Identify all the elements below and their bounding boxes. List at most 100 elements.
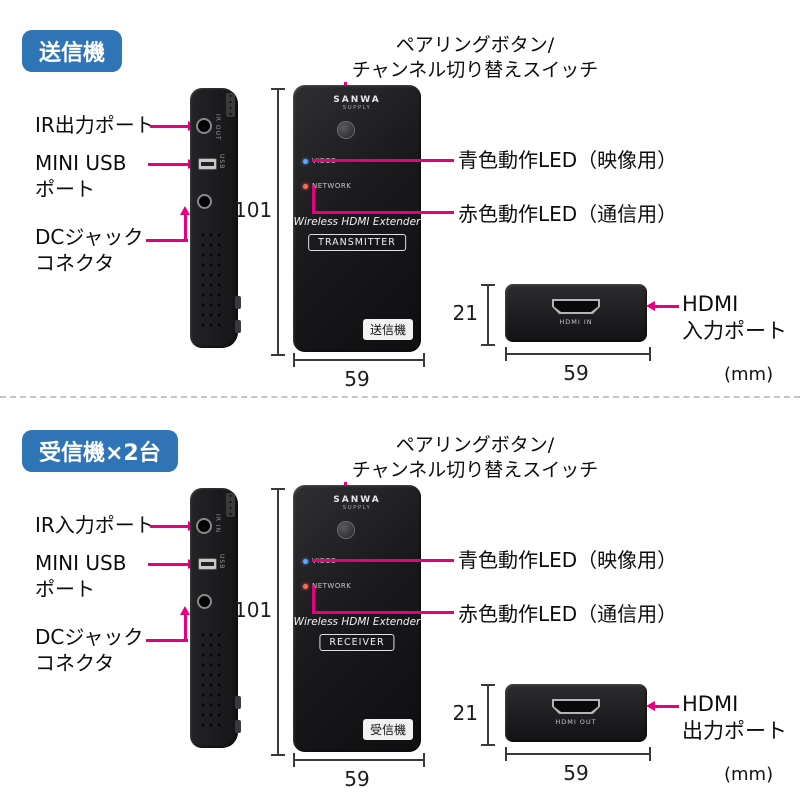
mini-usb-port (198, 558, 217, 570)
top-view-device: HDMI OUT (505, 684, 647, 742)
usb-port-label-line2: ポート (35, 577, 95, 601)
ir-pointer-line (150, 525, 190, 528)
pairing-label-line2: チャンネル切り替えスイッチ (351, 459, 599, 481)
product-name: Wireless HDMI Extender (293, 616, 421, 628)
ir-pointer-line (150, 125, 190, 128)
usb-port-label: MINI USB ポート (35, 150, 126, 202)
mount-tab (235, 696, 241, 709)
side-view-device: IR IN USB (190, 488, 241, 748)
hdmi-height-dimension-value: 21 (452, 701, 478, 725)
section-badge: 送信機 (22, 30, 123, 72)
device-role-badge: 受信機 (362, 719, 413, 740)
dc-jack (197, 194, 212, 209)
red-led-pointer-line-v (312, 186, 315, 213)
blue-led-icon (303, 158, 308, 164)
dc-jack-label-line2: コネクタ (35, 251, 115, 275)
unit-note: (mm) (724, 364, 774, 385)
hdmi-port-callout-line1: HDMI (682, 692, 739, 716)
usb-pointer-line (148, 163, 190, 166)
red-led-label: 赤色動作LED（通信用） (458, 202, 678, 226)
usb-port-label-line1: MINI USB (35, 551, 127, 575)
hdmi-width-dimension-line (505, 347, 651, 361)
section: 送信機 ペアリングボタン/ チャンネル切り替えスイッチ IR出力ポート MINI… (22, 30, 787, 391)
width-dimension-line (293, 753, 425, 767)
pairing-label-line1: ペアリングボタン/ (395, 434, 555, 456)
led-label-network: NETWORK (312, 182, 352, 190)
dc-arrow-icon (180, 606, 190, 615)
usb-port-label-line2: ポート (35, 177, 95, 201)
hdmi-width-dimension-line (505, 747, 651, 761)
pairing-label-line2: チャンネル切り替えスイッチ (351, 59, 599, 81)
brand-line1: SANWA (333, 95, 381, 105)
hdmi-port-opening (554, 701, 598, 712)
dc-jack-label: DCジャック コネクタ (35, 224, 143, 276)
height-dimension-value: 101 (234, 198, 273, 222)
ir-port-print: IR OUT (214, 114, 221, 141)
red-led-pointer-line (312, 211, 454, 214)
hdmi-port-callout-line2: 入力ポート (682, 319, 787, 343)
blue-led-label: 青色動作LED（映像用） (458, 148, 678, 172)
dc-arrow-icon (180, 206, 190, 215)
brand-line1: SANWA (333, 495, 381, 505)
width-dimension-line (293, 353, 425, 367)
device-type-badge: RECEIVER (319, 634, 395, 651)
hdmi-width-dimension-value: 59 (563, 361, 589, 385)
channel-switch (226, 93, 235, 117)
unit-note: (mm) (724, 764, 774, 785)
usb-port-print: USB (218, 554, 225, 570)
dc-jack (197, 594, 212, 609)
hdmi-port-callout-line2: 出力ポート (682, 719, 787, 743)
usb-port-label-line1: MINI USB (35, 151, 127, 175)
led-row-network: NETWORK (303, 182, 351, 190)
ir-port (196, 518, 212, 534)
vent-holes (199, 630, 225, 732)
section-badge: 受信機×2台 (22, 430, 178, 472)
pairing-button (337, 521, 355, 539)
width-dimension-value: 59 (344, 367, 370, 391)
device-role-badge: 送信機 (362, 319, 413, 340)
hdmi-pointer-line (653, 305, 679, 308)
dc-pointer-line-v (184, 614, 187, 641)
section-divider (0, 396, 800, 398)
usb-pointer-line (148, 563, 190, 566)
blue-led-icon (303, 558, 308, 564)
hdmi-port-print: HDMI IN (559, 318, 593, 326)
hdmi-port-opening (554, 301, 598, 312)
blue-led-pointer-line (312, 159, 454, 162)
blue-led-pointer-line (312, 559, 454, 562)
dc-jack-label-line1: DCジャック (35, 625, 144, 649)
red-led-pointer-line-v (312, 586, 315, 613)
hdmi-arrow-icon (646, 701, 655, 711)
hdmi-port-callout-line1: HDMI (682, 292, 739, 316)
height-dimension-value: 101 (234, 598, 273, 622)
hdmi-arrow-icon (646, 301, 655, 311)
dc-jack-label: DCジャック コネクタ (35, 624, 143, 676)
ir-port-label: IR出力ポート (35, 113, 155, 137)
usb-port-print: USB (218, 154, 225, 170)
dc-jack-label-line2: コネクタ (35, 651, 115, 675)
hdmi-port (552, 699, 600, 714)
hdmi-port-print: HDMI OUT (555, 718, 597, 726)
mount-tab (235, 296, 241, 309)
width-dimension-value: 59 (344, 767, 370, 791)
side-view-device: IR OUT USB (190, 88, 241, 348)
section: 受信機×2台 ペアリングボタン/ チャンネル切り替えスイッチ IR入力ポート M… (0, 400, 800, 800)
pairing-label-line1: ペアリングボタン/ (395, 34, 555, 56)
brand-line2: SUPPLY (342, 105, 372, 111)
vent-holes (199, 230, 225, 332)
brand-line2: SUPPLY (342, 505, 372, 511)
height-dimension-line (271, 88, 285, 356)
mount-tab (235, 320, 241, 333)
channel-switch (226, 493, 235, 517)
red-led-icon (303, 583, 308, 589)
hdmi-port (552, 299, 600, 314)
pairing-label: ペアリングボタン/ チャンネル切り替えスイッチ (310, 433, 640, 483)
hdmi-pointer-line (653, 705, 679, 708)
hdmi-height-dimension-line (481, 684, 495, 746)
led-row-network: NETWORK (303, 582, 351, 590)
mini-usb-port (198, 158, 217, 170)
dc-pointer-line-h (146, 639, 188, 642)
product-name: Wireless HDMI Extender (293, 216, 421, 228)
dc-jack-label-line1: DCジャック (35, 225, 144, 249)
